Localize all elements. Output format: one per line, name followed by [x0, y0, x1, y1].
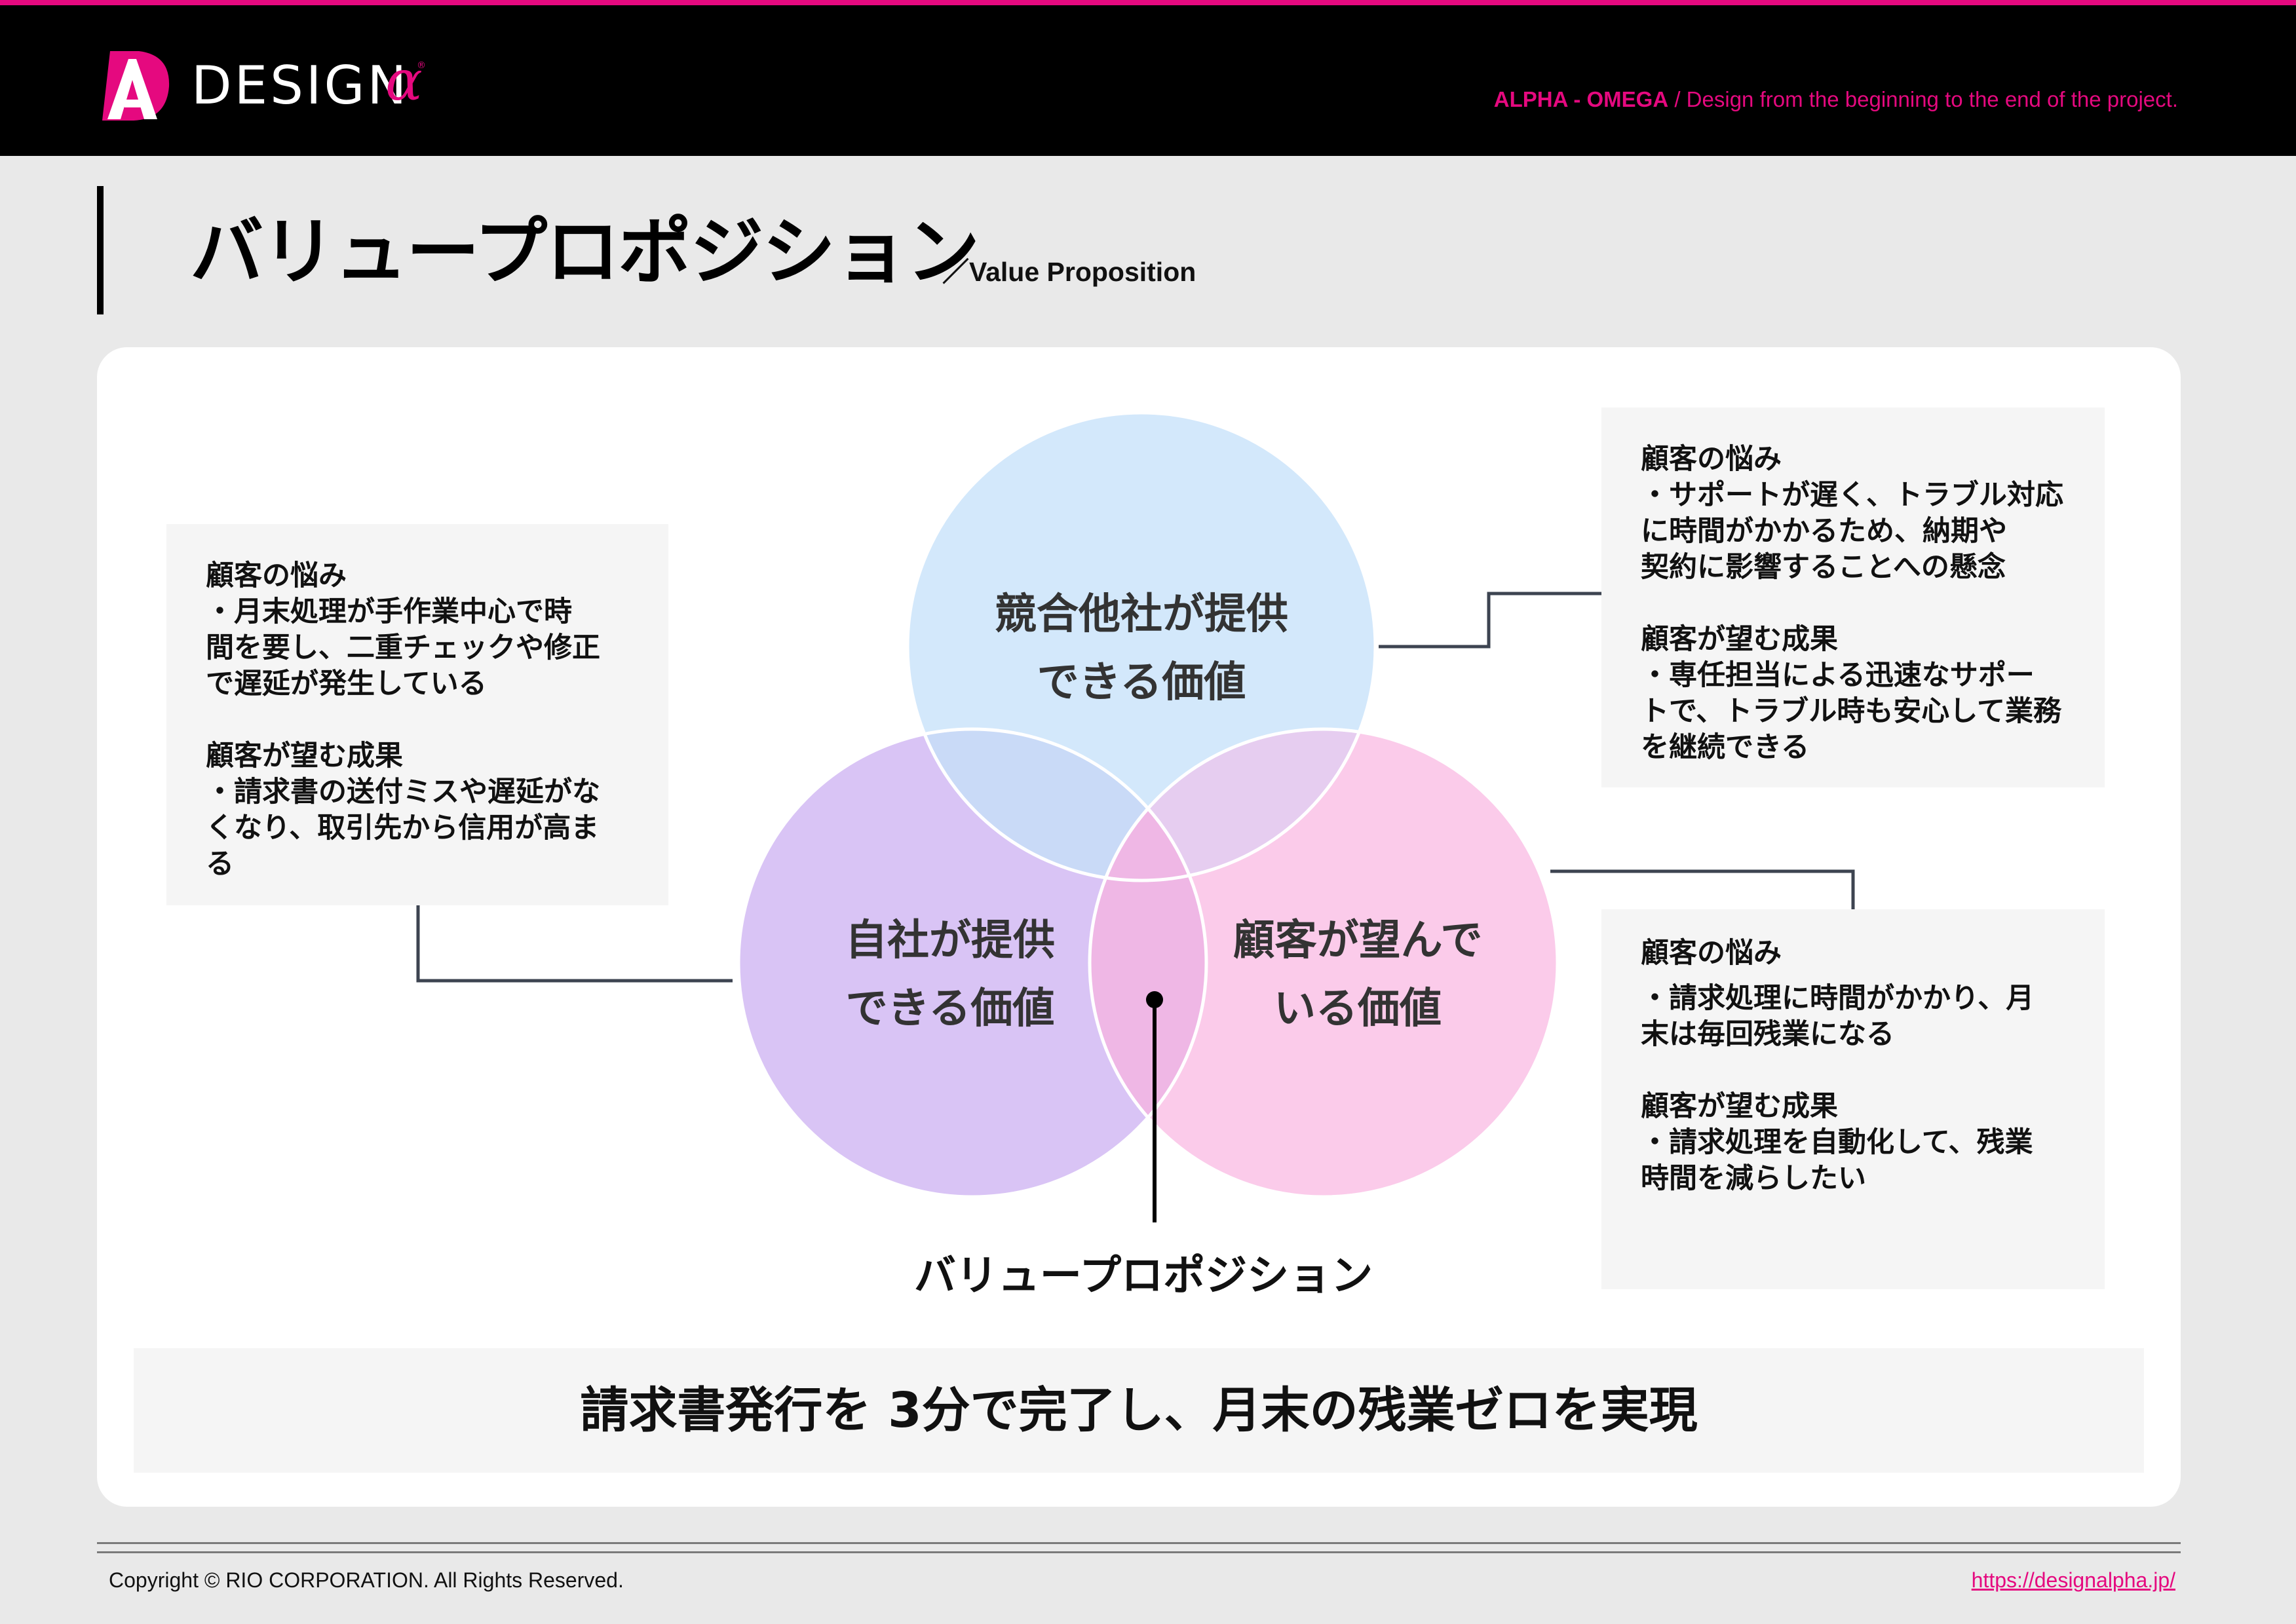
note-pain-text: ・サポートが遅く、トラブル対応 に時間がかかるため、納期や 契約に影響することへ…	[1641, 479, 2063, 584]
note-gain-heading: 顧客が望む成果	[1641, 1090, 1838, 1123]
copyright-text: Copyright © RIO CORPORATION. All Rights …	[109, 1568, 624, 1592]
note-gain-text: ・請求書の送付ミスや遅延がな くなり、取引先から信用が高ま る	[206, 776, 600, 880]
logo-icon	[102, 51, 170, 121]
note-gain-heading: 顧客が望む成果	[206, 740, 403, 772]
note-gain-heading: 顧客が望む成果	[1641, 623, 1838, 656]
page-title: バリュープロポジション	[190, 210, 980, 295]
value-proposition-caption: バリュープロポジション	[913, 1252, 1373, 1300]
summary-text: 請求書発行を 3分で完了し、月末の残業ゼロを実現	[580, 1382, 1698, 1439]
title-accent-bar	[97, 186, 104, 314]
tagline-rest: / Design from the beginning to the end o…	[1668, 87, 2178, 111]
logo-text: DESIGN	[191, 55, 410, 116]
logo-alpha-symbol: α	[385, 48, 423, 113]
note-pain-text: ・月末処理が手作業中心で時 間を要し、二重チェックや修正 で遅延が発生している	[206, 595, 600, 700]
footer-divider-bottom	[97, 1551, 2181, 1553]
note-gain-text: ・請求処理を自動化して、残業 時間を減らしたい	[1641, 1126, 2033, 1195]
note-pain-heading: 顧客の悩み	[1641, 443, 1782, 476]
note-company: 顧客の悩み ・月末処理が手作業中心で時 間を要し、二重チェックや修正 で遅延が発…	[166, 524, 668, 905]
note-customer: 顧客の悩み ・請求処理に時間がかかり、月 末は毎回残業になる 顧客が望む成果 ・…	[1601, 909, 2105, 1289]
page-subtitle: ／Value Proposition	[942, 257, 1196, 287]
logo-registered-mark: ®	[417, 60, 426, 71]
tagline-strong: ALPHA - OMEGA	[1493, 87, 1669, 111]
note-pain-text: ・請求処理に時間がかかり、月 末は毎回残業になる	[1641, 982, 2035, 1051]
header-tagline: ALPHA - OMEGA / Design from the beginnin…	[1494, 86, 2178, 113]
note-competitor: 顧客の悩み ・サポートが遅く、トラブル対応 に時間がかかるため、納期や 契約に影…	[1601, 407, 2105, 787]
website-link[interactable]: https://designalpha.jp/	[1971, 1568, 2175, 1592]
competitor-value-label: 競合他社が提供 できる価値	[995, 590, 1288, 707]
customer-value-label: 顧客が望んで いる価値	[1233, 916, 1483, 1033]
company-value-label: 自社が提供 できる価値	[845, 916, 1055, 1033]
header-bar: DESIGN α ® ALPHA - OMEGA / Design from t…	[0, 0, 2296, 156]
note-pain-heading: 顧客の悩み	[1641, 937, 1782, 970]
summary-banner: 請求書発行を 3分で完了し、月末の残業ゼロを実現	[134, 1348, 2144, 1473]
note-gain-text: ・専任担当による迅速なサポー トで、トラブル時も安心して業務 を継続できる	[1641, 659, 2061, 764]
note-pain-heading: 顧客の悩み	[206, 559, 347, 592]
footer-divider-top	[97, 1542, 2181, 1544]
